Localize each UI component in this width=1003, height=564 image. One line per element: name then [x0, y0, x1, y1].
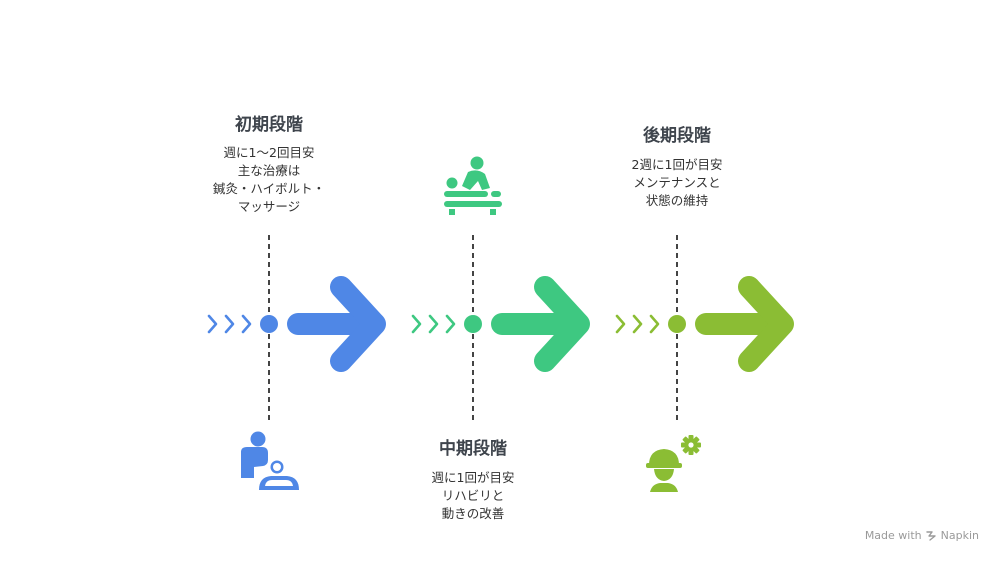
- made-with-label: Made with: [864, 529, 922, 542]
- stage-early: [207, 235, 386, 490]
- stage-late-arrow: [695, 276, 794, 372]
- stage-early-description: 週に1〜2回目安 主な治療は 鍼灸・ハイボルト・ マッサージ: [213, 144, 325, 216]
- napkin-logo-icon: [925, 531, 936, 541]
- massage-therapy-icon: [444, 156, 502, 215]
- worker-with-gear-icon: [646, 435, 701, 492]
- stage-late-line-2: メンテナンスと: [633, 175, 721, 190]
- stage-middle-line-3: 動きの改善: [441, 506, 505, 521]
- stage-late-title: 後期段階: [643, 126, 711, 146]
- stage-late-chevrons: [615, 314, 660, 334]
- stage-early-title: 初期段階: [235, 115, 303, 135]
- stage-early-line-4: マッサージ: [237, 199, 301, 214]
- stage-middle-chevrons: [411, 314, 456, 334]
- stage-early-line-1: 週に1〜2回目安: [223, 145, 315, 160]
- stage-early-line-2: 主な治療は: [237, 163, 301, 178]
- stage-middle-line-1: 週に1回が目安: [431, 470, 515, 485]
- stage-late-node: [668, 315, 686, 333]
- made-with-napkin-footer[interactable]: Made with Napkin: [865, 529, 979, 542]
- stage-late-line-1: 2週に1回が目安: [631, 157, 723, 172]
- stage-late-description: 2週に1回が目安 メンテナンスと 状態の維持: [632, 156, 723, 210]
- stage-early-arrow: [287, 276, 386, 372]
- stage-middle-title: 中期段階: [439, 439, 507, 459]
- stage-late: [615, 235, 794, 492]
- stage-late-line-3: 状態の維持: [645, 193, 709, 208]
- gear-icon: [681, 435, 701, 455]
- stage-middle-arrow: [491, 276, 590, 372]
- stage-middle-description: 週に1回が目安 リハビリと 動きの改善: [432, 469, 515, 523]
- stage-middle: [411, 156, 590, 422]
- caregiver-with-child-icon: [241, 431, 299, 490]
- napkin-brand-label: Napkin: [940, 529, 979, 542]
- stage-middle-node: [464, 315, 482, 333]
- stage-middle-line-2: リハビリと: [441, 488, 505, 503]
- stage-early-chevrons: [207, 314, 252, 334]
- stage-early-line-3: 鍼灸・ハイボルト・: [212, 181, 326, 196]
- stage-early-node: [260, 315, 278, 333]
